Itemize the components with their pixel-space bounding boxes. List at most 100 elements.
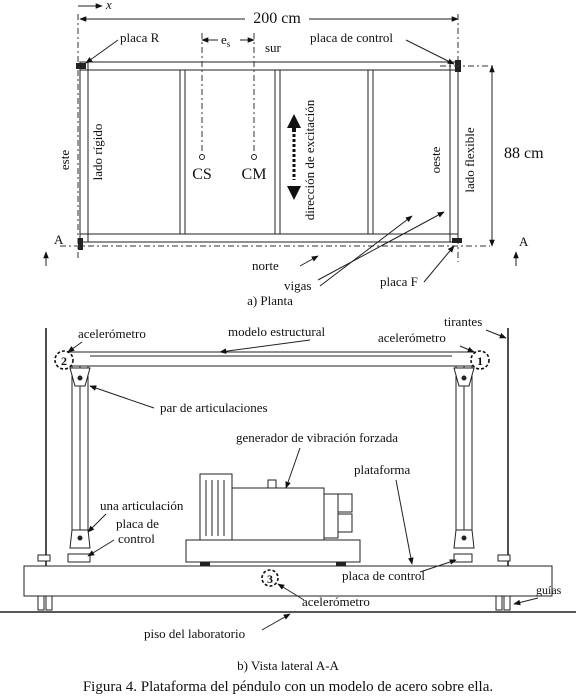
placa-r-plate [76, 63, 86, 69]
una-articulacion-arrow [87, 513, 107, 533]
cs-label: CS [192, 166, 212, 183]
placa-control-left-label-2: control [118, 531, 155, 546]
generator-base [185, 539, 361, 563]
rigid-side-beam [79, 61, 89, 243]
acelerometro-left-label: acelerómetro [78, 326, 146, 341]
hinge-left-top-pin [77, 375, 83, 381]
norte-label: norte [252, 258, 279, 273]
vigas-label: vigas [284, 278, 311, 293]
platform-inner-outline [79, 69, 459, 235]
guias-arrow [513, 597, 539, 606]
vigas-arrow-2 [319, 215, 413, 287]
generator-housing [231, 487, 325, 541]
hinge-right-bottom-pin [461, 535, 467, 541]
cs-point [199, 154, 205, 160]
cm-point [251, 154, 257, 160]
generador-label: generador de vibración forzada [236, 430, 398, 445]
par-articulaciones-arrow [89, 385, 155, 409]
sur-label: sur [265, 40, 282, 55]
placa-r-label: placa R [120, 30, 160, 45]
modelo-arrow [219, 339, 311, 354]
direccion-label: dirección de excitación [302, 99, 317, 220]
tie-right-clamp [497, 554, 511, 562]
accelerometer-1-number: 1 [477, 354, 483, 368]
placa-r-arrow [85, 39, 119, 64]
par-articulaciones-label: par de articulaciones [160, 400, 268, 415]
placa-control-left-arrow [87, 539, 115, 557]
guide-right-1 [495, 595, 503, 611]
generator-end-cap-1 [337, 493, 353, 513]
placa-control-label: placa de control [310, 30, 393, 45]
plan-view: x 200 cm es CS CM [43, 0, 544, 308]
accelerometer-3 [261, 569, 279, 587]
vibration-generator [185, 473, 361, 566]
accelerometer-2-number: 2 [61, 354, 67, 368]
section-a-left-label: A [54, 232, 64, 247]
vigas-arrow-1 [317, 211, 445, 281]
beam-1 [179, 69, 186, 235]
structural-model-beam [61, 351, 481, 367]
piso-arrow [261, 613, 291, 631]
accelerometer-3-number: 3 [267, 572, 273, 586]
acelerometro-right-label: acelerómetro [378, 330, 446, 345]
beam-3 [367, 69, 374, 235]
una-articulacion-label: una articulación [100, 498, 184, 513]
excitation-arrowhead-down [287, 186, 301, 200]
width-dimension-bg [245, 10, 309, 26]
side-caption: b) Vista lateral A-A [237, 658, 339, 673]
hinge-left-bottom-pin [77, 535, 83, 541]
placa-f-plate [452, 238, 462, 243]
control-plate-right [453, 553, 473, 563]
guide-left-2 [45, 595, 53, 611]
excitation-arrowhead-up [287, 114, 301, 128]
es-label: es [221, 32, 231, 49]
control-plate-left [67, 553, 91, 563]
es-dimension-bg [218, 33, 240, 47]
hinge-right-top-pin [461, 375, 467, 381]
lado-flexible-label: lado flexible [462, 127, 477, 193]
generator-top-knob [267, 479, 277, 489]
acelerometro-bottom-arrow [277, 583, 305, 601]
generator-motor-block [199, 473, 233, 541]
tirantes-label: tirantes [444, 314, 482, 329]
plataforma-label: plataforma [354, 462, 411, 477]
platform-slab [23, 565, 553, 597]
placa-control-right-arrow [419, 559, 457, 573]
placa-control-arrow [405, 39, 455, 65]
placa-control-right-label: placa de control [342, 568, 425, 583]
oeste-label: oeste [428, 146, 443, 173]
lado-rigido-label: lado rígido [90, 124, 105, 181]
flexible-side-beam [449, 61, 459, 243]
placa-f-label: placa F [380, 274, 418, 289]
guide-right-2 [503, 595, 511, 611]
side-view: 2 1 3 acele [0, 314, 576, 673]
accelerometer-2 [54, 350, 74, 370]
platform-outline [79, 61, 459, 243]
acelerometro-right-arrow [459, 345, 475, 353]
placa-f-arrow [423, 245, 455, 283]
este-label: este [57, 150, 72, 170]
norte-arrow [299, 255, 319, 267]
plataforma-arrow [395, 479, 414, 565]
tie-left-clamp [37, 554, 51, 562]
height-dimension-bg [500, 144, 540, 162]
plan-caption: a) Planta [247, 293, 293, 308]
cm-label: CM [242, 166, 267, 183]
generator-end-cap-2 [337, 513, 353, 533]
generador-arrow [285, 447, 301, 489]
width-dimension-label: 200 cm [253, 10, 301, 27]
tirantes-arrow [485, 329, 507, 339]
acelerometro-left-arrow [67, 341, 83, 353]
height-dimension-label: 88 cm [504, 145, 544, 162]
guias-label: guías [536, 583, 562, 597]
x-axis-label: x [105, 0, 112, 12]
guide-left-1 [37, 595, 45, 611]
modelo-label: modelo estructural [228, 324, 325, 339]
plate-sw [78, 238, 83, 250]
piso-label: piso del laboratorio [144, 626, 245, 641]
section-a-right-label: A [519, 234, 529, 249]
generator-end-plate [323, 493, 339, 539]
beam-2 [274, 69, 281, 235]
figure-caption: Figura 4. Plataforma del péndulo con un … [83, 679, 493, 695]
